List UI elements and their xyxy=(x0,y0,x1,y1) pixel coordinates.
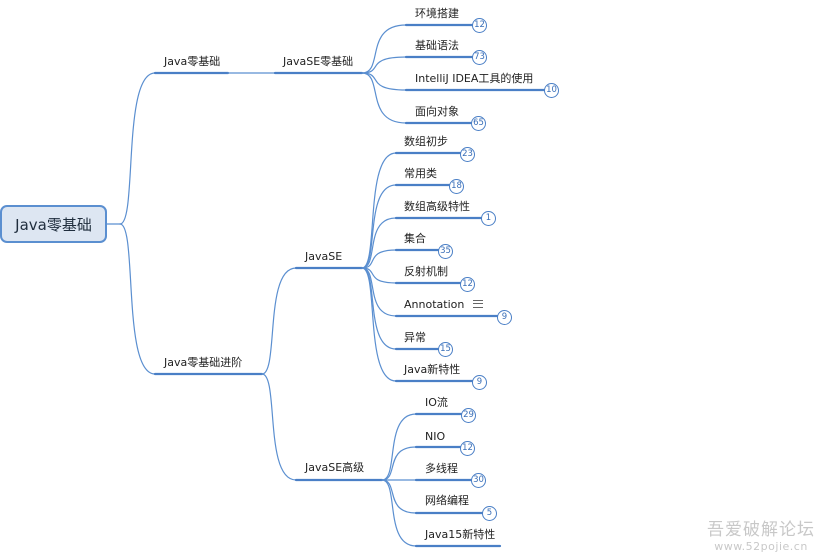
group-javase-advanced[interactable]: JavaSE高级 xyxy=(305,461,365,474)
connector-line xyxy=(381,479,417,547)
topic-env-setup[interactable]: 环境搭建 xyxy=(415,7,459,20)
topic-multithreading[interactable]: 多线程 xyxy=(425,462,458,475)
connector-line xyxy=(361,267,397,382)
count-badge[interactable]: 18 xyxy=(449,179,464,194)
topic-collections[interactable]: 集合 xyxy=(404,232,426,245)
topic-intellij-idea[interactable]: IntelliJ IDEA工具的使用 xyxy=(415,72,534,85)
connector-line xyxy=(361,267,397,317)
connector-line xyxy=(361,184,397,269)
topic-basic-syntax[interactable]: 基础语法 xyxy=(415,39,459,52)
count-badge[interactable]: 10 xyxy=(544,83,559,98)
watermark-site-url: www.52pojie.cn xyxy=(714,540,808,553)
group-javase-basics[interactable]: JavaSE零基础 xyxy=(283,55,354,68)
connector-line xyxy=(261,267,297,375)
count-badge[interactable]: 29 xyxy=(461,408,476,423)
connector-line xyxy=(361,24,407,74)
count-badge[interactable]: 1 xyxy=(481,211,496,226)
topic-arrays-advanced[interactable]: 数组高级特性 xyxy=(404,200,470,213)
connector-line xyxy=(361,152,397,269)
count-badge[interactable]: 9 xyxy=(497,310,512,325)
connector-line xyxy=(361,72,407,91)
count-badge[interactable]: 12 xyxy=(460,441,475,456)
connector-line xyxy=(381,446,417,481)
topic-nio[interactable]: NIO xyxy=(425,430,446,443)
topic-java-new-features[interactable]: Java新特性 xyxy=(404,363,461,376)
topic-exceptions[interactable]: 异常 xyxy=(404,331,426,344)
topic-oop[interactable]: 面向对象 xyxy=(415,105,459,118)
connector-line xyxy=(381,413,417,481)
connector-line xyxy=(381,479,417,514)
count-badge[interactable]: 73 xyxy=(472,50,487,65)
branch-java-basics[interactable]: Java零基础 xyxy=(164,55,221,68)
topic-annotation[interactable]: Annotation xyxy=(404,298,465,311)
count-badge[interactable]: 35 xyxy=(438,244,453,259)
count-badge[interactable]: 12 xyxy=(472,18,487,33)
root-node-label: Java零基础 xyxy=(15,215,92,234)
root-node[interactable]: Java零基础 xyxy=(0,205,107,243)
connector-line xyxy=(361,217,397,269)
count-badge[interactable]: 65 xyxy=(471,116,486,131)
count-badge[interactable]: 23 xyxy=(460,147,475,162)
count-badge[interactable]: 9 xyxy=(472,375,487,390)
connector-line xyxy=(119,223,156,375)
topic-java15-features[interactable]: Java15新特性 xyxy=(425,528,496,541)
connector-line xyxy=(361,249,397,269)
count-badge[interactable]: 15 xyxy=(438,342,453,357)
count-badge[interactable]: 5 xyxy=(482,506,497,521)
topic-io-streams[interactable]: IO流 xyxy=(425,396,448,409)
connector-line xyxy=(361,72,407,124)
count-badge[interactable]: 30 xyxy=(471,473,486,488)
count-badge[interactable]: 12 xyxy=(460,277,475,292)
branch-java-advanced[interactable]: Java零基础进阶 xyxy=(164,356,243,369)
watermark-site-name: 吾爱破解论坛 xyxy=(707,520,815,540)
connector-line xyxy=(361,56,407,74)
topic-arrays-intro[interactable]: 数组初步 xyxy=(404,135,448,148)
topic-common-classes[interactable]: 常用类 xyxy=(404,167,437,180)
group-javase[interactable]: JavaSE xyxy=(305,250,343,263)
connector-line xyxy=(119,72,156,225)
topic-reflection[interactable]: 反射机制 xyxy=(404,265,448,278)
note-icon[interactable] xyxy=(473,300,483,308)
connector-line xyxy=(261,373,297,481)
site-watermark: 吾爱破解论坛 www.52pojie.cn xyxy=(707,515,815,553)
topic-networking[interactable]: 网络编程 xyxy=(425,494,469,507)
